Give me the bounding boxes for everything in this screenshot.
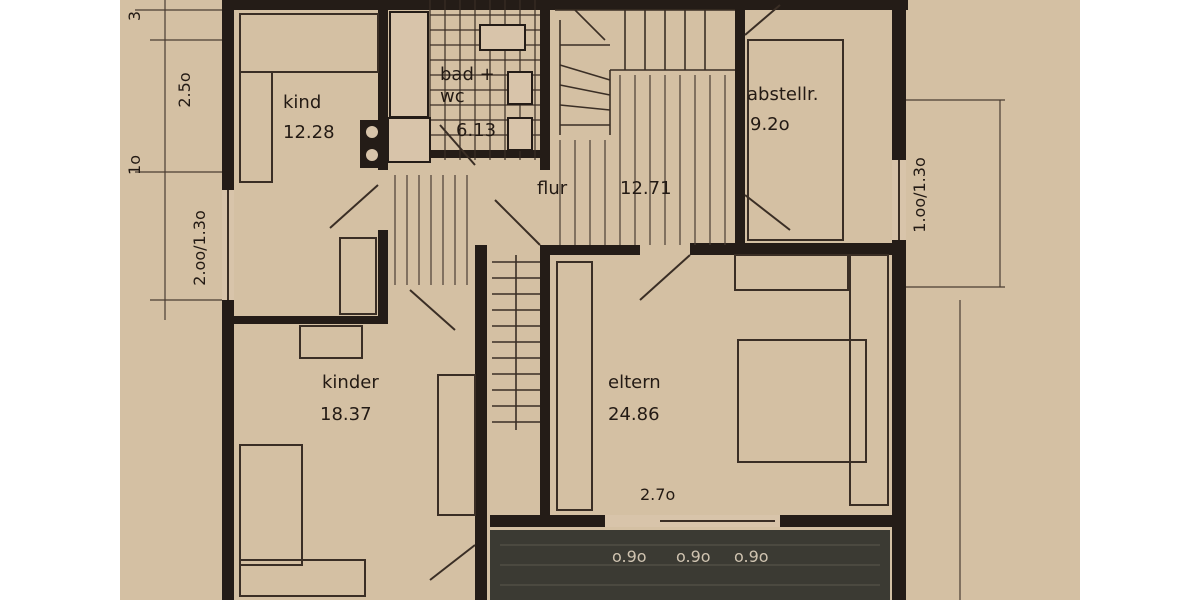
window-sills <box>227 160 900 522</box>
dimension-label-balcony-3: o.9o <box>734 547 769 566</box>
dimension-label-balcony-2: o.9o <box>676 547 711 566</box>
dimension-labels: 3 2.5o 1o 2.oo/1.3o 1.oo/1.3o 2.7o o.9o … <box>125 11 929 566</box>
room-area-eltern: 24.86 <box>608 404 660 425</box>
room-name-wc: wc <box>440 86 465 107</box>
room-area-abstellr: 9.2o <box>750 114 790 135</box>
dimension-label-window-width: 2.7o <box>640 485 675 504</box>
room-name-kind: kind <box>283 92 321 113</box>
room-name-abstellr: abstellr. <box>747 84 818 105</box>
stairs-upper <box>555 9 735 135</box>
room-area-bad: 6.13 <box>456 120 496 141</box>
door-swings <box>329 124 791 581</box>
dimension-label-top-left: 3 <box>125 11 144 21</box>
hallway-hatching <box>394 75 726 285</box>
left-dimension-line <box>135 0 225 320</box>
room-name-flur: flur <box>537 178 568 199</box>
room-name-bad: bad + <box>440 64 495 85</box>
stairs-lower <box>492 255 540 430</box>
room-labels: kind 12.28 bad + wc 6.13 flur 12.71 abst… <box>283 64 818 425</box>
dimension-label-left-window: 2.oo/1.3o <box>190 210 209 285</box>
right-dimension-line <box>905 99 1005 600</box>
dimension-label-right-window: 1.oo/1.3o <box>910 157 929 232</box>
room-area-kinder: 18.37 <box>320 404 372 425</box>
interior-walls <box>222 0 906 600</box>
dimension-label-left-upper: 2.5o <box>175 72 194 107</box>
dimension-label-left-small: 1o <box>125 155 144 175</box>
paper-shade <box>120 0 1080 600</box>
dimension-label-balcony-1: o.9o <box>612 547 647 566</box>
room-area-kind: 12.28 <box>283 122 335 143</box>
room-area-flur: 12.71 <box>620 178 672 199</box>
room-name-kinder: kinder <box>322 372 379 393</box>
room-name-eltern: eltern <box>608 372 661 393</box>
furniture <box>239 4 889 597</box>
stove-icon <box>360 120 384 168</box>
balcony-texture <box>500 544 880 586</box>
bathroom-fixtures <box>387 11 533 163</box>
